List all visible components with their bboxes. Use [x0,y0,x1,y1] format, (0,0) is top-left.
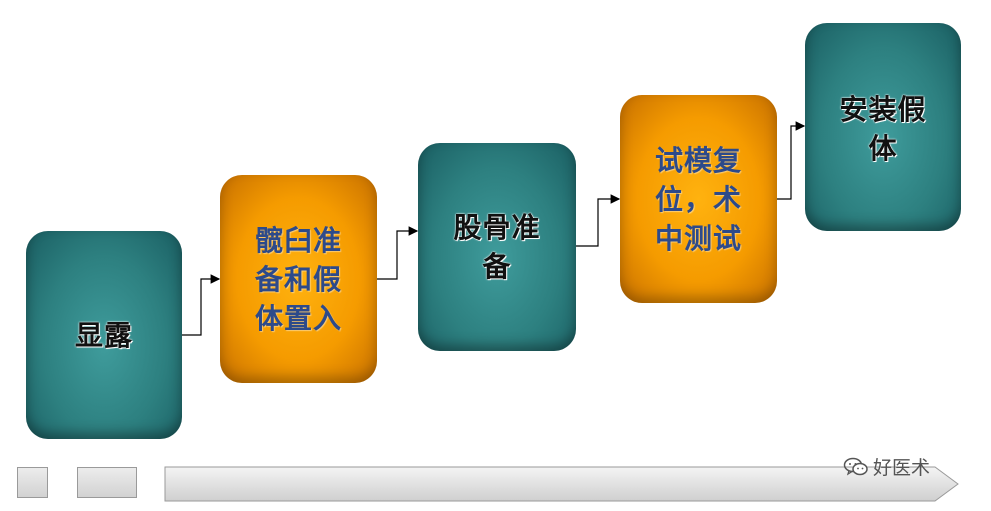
connector-4 [777,121,806,200]
step-acetabular-line: 髋臼准 [254,223,342,257]
step-exposure-label: 显露 [74,318,133,352]
progress-square-1 [17,467,48,498]
step-install: 安装假 体 [805,23,961,231]
step-trial-line: 试模复 [654,143,742,177]
step-trial-line: 位，术 [654,182,742,216]
step-acetabular-text: 髋臼准 备和假 体置入 [255,221,342,338]
step-femoral: 股骨准 备 [418,143,576,351]
step-acetabular: 髋臼准 备和假 体置入 [220,175,377,383]
progress-square-2 [77,467,137,498]
step-install-text: 安装假 体 [839,90,926,168]
step-install-line: 体 [868,132,898,165]
step-trial-line: 中测试 [654,221,742,255]
progress-arrow-bar [164,466,959,502]
step-femoral-line: 备 [482,250,512,283]
step-femoral-text: 股骨准 备 [453,208,540,286]
connector-1 [182,274,221,336]
step-exposure: 显露 [26,231,182,439]
wechat-icon [843,457,868,475]
watermark: 好医术 [843,453,930,480]
step-acetabular-line: 体置入 [254,301,342,335]
watermark-text: 好医术 [873,457,931,479]
step-femoral-line: 股骨准 [453,211,541,244]
connector-2 [377,226,419,280]
step-trial-text: 试模复 位，术 中测试 [655,141,742,258]
step-trial: 试模复 位，术 中测试 [620,95,777,303]
step-install-line: 安装假 [839,93,927,126]
connector-3 [576,194,621,247]
step-acetabular-line: 备和假 [254,262,342,296]
